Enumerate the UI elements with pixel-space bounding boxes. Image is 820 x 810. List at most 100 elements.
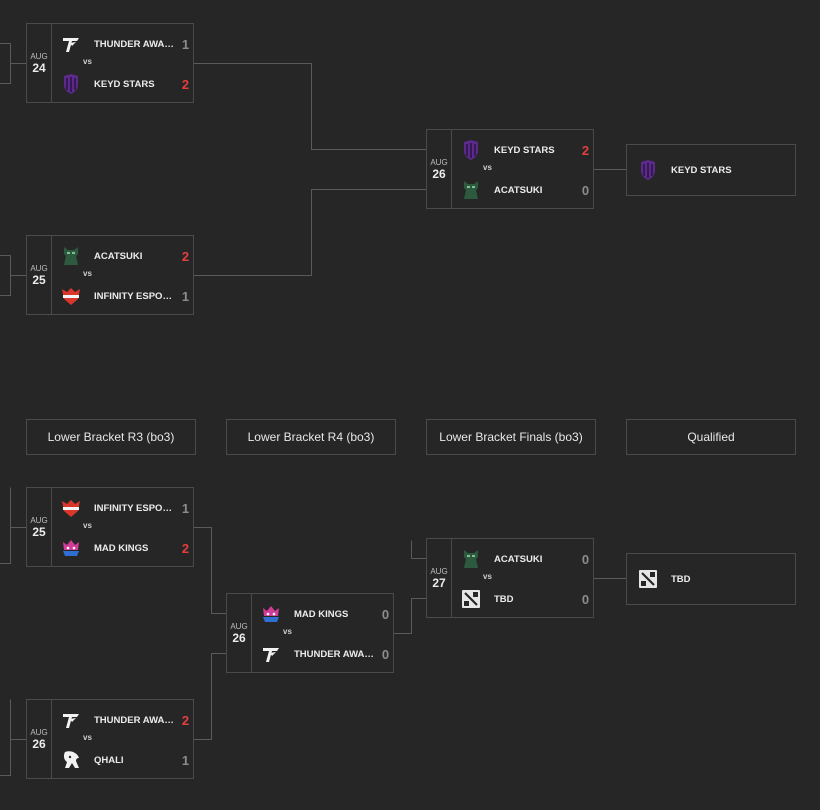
qhali-icon: [60, 749, 82, 771]
team-score: 0: [581, 182, 590, 198]
keyd-stars-icon: [60, 73, 82, 95]
team-score: 1: [181, 752, 190, 768]
match-month: AUG: [430, 157, 448, 167]
thunder-awaken-icon: [60, 709, 82, 731]
match-card-upper-2[interactable]: AUG 25 ACATSUKI 2 vs INFINITY ESPORTS 1: [26, 235, 194, 315]
connector-lower-r3-1: [194, 527, 226, 614]
vs-label: vs: [83, 57, 92, 66]
match-month: AUG: [30, 727, 48, 737]
team-row[interactable]: TBD 0: [452, 584, 593, 614]
team-row[interactable]: INFINITY ESPORTS 1: [52, 493, 193, 523]
team-row[interactable]: QHALI 1: [52, 745, 193, 775]
match-date: AUG 24: [27, 24, 52, 102]
match-card-lower-r3-2[interactable]: AUG 26 THUNDER AWAKEN 2 vs QHALI 1: [26, 699, 194, 779]
acatsuki-icon: [460, 179, 482, 201]
team-name: KEYD STARS: [671, 164, 732, 176]
vs-label: vs: [483, 572, 492, 581]
match-card-lower-final[interactable]: AUG 27 ACATSUKI 0 vs TBD 0: [426, 538, 594, 618]
infinity-esports-icon: [60, 285, 82, 307]
mad-kings-icon: [260, 603, 282, 625]
thunder-awaken-icon: [60, 33, 82, 55]
acatsuki-icon: [460, 548, 482, 570]
match-month: AUG: [230, 621, 248, 631]
team-row[interactable]: MAD KINGS 0: [252, 599, 393, 629]
team-score: 1: [181, 36, 190, 52]
team-score: 2: [181, 540, 190, 556]
team-name: INFINITY ESPORTS: [94, 502, 177, 514]
match-day: 27: [432, 575, 446, 590]
match-card-lower-r4[interactable]: AUG 26 MAD KINGS 0 vs THUNDER AWAKEN 0: [226, 593, 394, 673]
team-score: 2: [181, 712, 190, 728]
team-score: 2: [181, 248, 190, 264]
team-name: ACATSUKI: [494, 553, 543, 565]
team-row[interactable]: THUNDER AWAKEN 2: [52, 705, 193, 735]
team-score: 0: [381, 606, 390, 622]
team-row[interactable]: KEYD STARS 2: [452, 135, 593, 165]
thunder-awaken-icon: [260, 643, 282, 665]
team-name: INFINITY ESPORTS: [94, 290, 177, 302]
infinity-esports-icon: [60, 497, 82, 519]
connector-incoming: [0, 487, 11, 564]
connector-upper-2: [194, 189, 426, 276]
connector-incoming: [0, 699, 11, 776]
match-day: 26: [32, 736, 46, 751]
round-header-lb-r3: Lower Bracket R3 (bo3): [26, 419, 196, 455]
lower-bracket-qualified[interactable]: TBD: [626, 553, 796, 605]
team-row[interactable]: MAD KINGS 2: [52, 533, 193, 563]
dota-tbd-icon: [460, 588, 482, 610]
team-row[interactable]: INFINITY ESPORTS 1: [52, 281, 193, 311]
team-score: 2: [581, 142, 590, 158]
match-day: 25: [32, 272, 46, 287]
team-name: KEYD STARS: [94, 78, 155, 90]
match-date: AUG 27: [427, 539, 452, 617]
team-name: TBD: [494, 593, 514, 605]
vs-label: vs: [283, 627, 292, 636]
match-card-upper-final[interactable]: AUG 26 KEYD STARS 2 vs ACATSUKI 0: [426, 129, 594, 209]
team-score: 1: [181, 500, 190, 516]
match-date: AUG 25: [27, 236, 52, 314]
keyd-stars-icon: [460, 139, 482, 161]
upper-bracket-winner[interactable]: KEYD STARS: [626, 144, 796, 196]
team-score: 2: [181, 76, 190, 92]
round-header-lb-r4: Lower Bracket R4 (bo3): [226, 419, 396, 455]
vs-label: vs: [483, 163, 492, 172]
connector-upper-1: [194, 63, 426, 150]
team-name: TBD: [671, 573, 691, 585]
vs-label: vs: [83, 269, 92, 278]
team-name: KEYD STARS: [494, 144, 555, 156]
team-row[interactable]: ACATSUKI 0: [452, 544, 593, 574]
mad-kings-icon: [60, 537, 82, 559]
team-row[interactable]: KEYD STARS 2: [52, 69, 193, 99]
match-date: AUG 25: [27, 488, 52, 566]
match-card-lower-r3-1[interactable]: AUG 25 INFINITY ESPORTS 1 vs MAD KINGS 2: [26, 487, 194, 567]
match-date: AUG 26: [27, 700, 52, 778]
match-month: AUG: [30, 263, 48, 273]
team-score: 0: [581, 551, 590, 567]
team-row[interactable]: ACATSUKI 2: [52, 241, 193, 271]
match-month: AUG: [30, 51, 48, 61]
team-score: 1: [181, 288, 190, 304]
connector-incoming: [0, 43, 11, 84]
match-day: 26: [232, 630, 246, 645]
match-day: 26: [432, 166, 446, 181]
team-row[interactable]: ACATSUKI 0: [452, 175, 593, 205]
team-name: ACATSUKI: [494, 184, 543, 196]
round-header-qualified: Qualified: [626, 419, 796, 455]
vs-label: vs: [83, 733, 92, 742]
team-row[interactable]: THUNDER AWAKEN 1: [52, 29, 193, 59]
team-row[interactable]: THUNDER AWAKEN 0: [252, 639, 393, 669]
match-date: AUG 26: [427, 130, 452, 208]
acatsuki-icon: [60, 245, 82, 267]
match-month: AUG: [30, 515, 48, 525]
match-month: AUG: [430, 566, 448, 576]
team-name: MAD KINGS: [94, 542, 149, 554]
team-name: QHALI: [94, 754, 124, 766]
team-name: THUNDER AWAKEN: [294, 648, 377, 660]
team-name: THUNDER AWAKEN: [94, 714, 177, 726]
dota-tbd-icon: [637, 568, 659, 590]
match-card-upper-1[interactable]: AUG 24 THUNDER AWAKEN 1 vs KEYD STARS 2: [26, 23, 194, 103]
team-score: 0: [581, 591, 590, 607]
match-day: 24: [32, 60, 46, 75]
round-header-lb-finals: Lower Bracket Finals (bo3): [426, 419, 596, 455]
